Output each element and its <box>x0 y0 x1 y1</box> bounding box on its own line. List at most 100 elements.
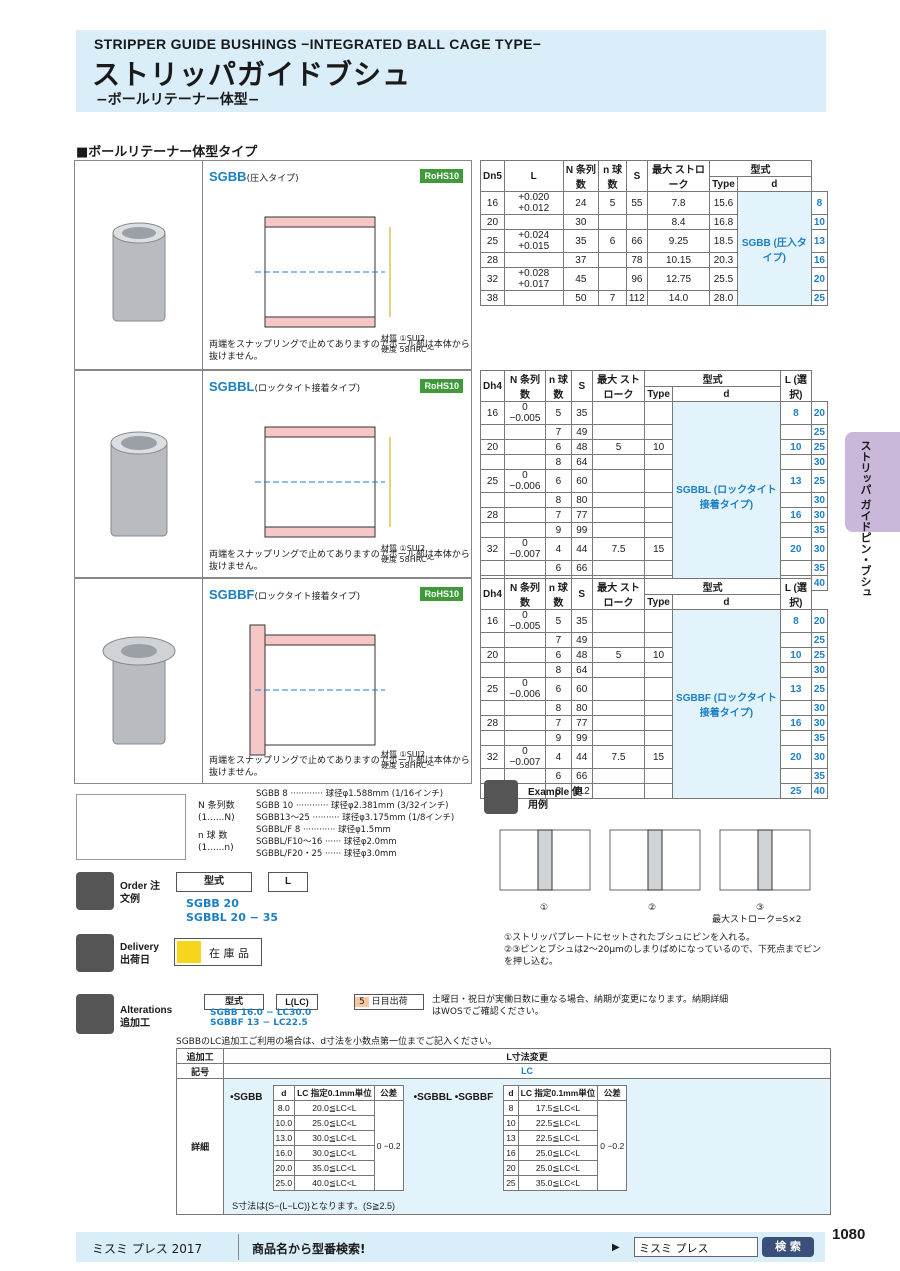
table-header: Type <box>644 594 673 610</box>
panel-code: SGBB <box>209 169 247 184</box>
table-cell: 40.0≦LC<L <box>294 1175 375 1191</box>
table-cell <box>480 662 505 678</box>
table-cell: 38 <box>480 290 505 306</box>
table-cell: 0 −0.2 <box>597 1100 628 1191</box>
search-button[interactable]: 検 索 <box>762 1237 814 1257</box>
table-cell: 14.0 <box>646 290 711 306</box>
lc-sgbbl-label: •SGBBL •SGBBF <box>413 1092 494 1103</box>
table-cell: 5 <box>598 191 627 215</box>
table-cell: 64 <box>570 454 593 470</box>
table-cell: 8 <box>779 401 812 425</box>
table-cell: SGBBF (ロックタイト接着タイプ) <box>671 609 781 799</box>
table-cell: 13.0 <box>272 1130 296 1146</box>
table-cell: 10 <box>503 1115 519 1131</box>
table-cell: 9 <box>545 522 572 538</box>
table-cell: 44 <box>570 745 593 769</box>
bushing-photo <box>102 636 176 745</box>
table-cell: 24 <box>562 191 600 215</box>
lc-sgbb-label: •SGBB <box>230 1092 263 1103</box>
table-cell: 60 <box>570 677 593 701</box>
table-cell <box>480 492 505 508</box>
table-cell: 8 <box>544 700 572 716</box>
table-header: Type <box>709 176 738 192</box>
table-cell: 30 <box>810 492 829 508</box>
table-cell: 6 <box>545 439 572 455</box>
table-cell: 66 <box>570 560 593 576</box>
table-header: 最大 ストローク <box>591 578 646 610</box>
drawing-sgbbf <box>249 624 385 756</box>
table-cell: 49 <box>570 424 593 440</box>
table-cell: 16 <box>810 252 829 268</box>
table-header: d <box>503 1085 519 1101</box>
table-cell: 10 <box>644 439 673 455</box>
table-header: 公差 <box>373 1085 404 1101</box>
page-number: 1080 <box>832 1226 866 1243</box>
table-cell: 7.5 <box>591 537 646 561</box>
table-cell: 10 <box>779 647 812 663</box>
table-cell: 25 <box>779 783 812 799</box>
table-cell <box>503 290 564 306</box>
table-header: LC 指定0.1mm単位 <box>517 1085 599 1101</box>
table-cell: 37 <box>562 252 600 268</box>
rohs-badge: RoHS10 <box>420 587 463 601</box>
table-cell: 35 <box>810 730 829 746</box>
table-cell: +0.024 +0.015 <box>503 229 564 253</box>
side-tab[interactable] <box>845 432 900 532</box>
alter-title: Alterations 追加工 <box>120 1005 173 1029</box>
table-cell <box>480 454 505 470</box>
table-cell: 48 <box>570 647 593 663</box>
ball-size-line: SGBBL/F10〜16 ······ 球径φ2.0mm <box>256 837 397 847</box>
example-max: 最大ストローク=S×2 <box>712 915 802 925</box>
table-header: L <box>503 160 564 192</box>
table-cell: 13 <box>503 1130 519 1146</box>
table-cell <box>779 700 812 716</box>
table-cell: 16 <box>480 191 505 215</box>
table-cell: 8 <box>544 662 572 678</box>
hardness: 硬度 58HRC〜 <box>381 555 435 564</box>
table-cell <box>625 214 648 230</box>
table-cell: 8.4 <box>646 214 711 230</box>
example-title: Example 使用例 <box>528 787 582 811</box>
order-h1: 型式 <box>176 872 252 892</box>
table-cell <box>591 424 646 440</box>
lc-note: SGBBのLC追加工ご利用の場合は、d寸法を小数点第一位までご記入ください。 <box>176 1037 498 1047</box>
table-cell: 28 <box>480 252 505 268</box>
table-cell: 25 <box>810 290 829 306</box>
table-cell: 25.0≦LC<L <box>517 1160 599 1176</box>
table-cell: 8 <box>545 454 572 470</box>
alter-days: 5 日目出荷 <box>354 994 424 1010</box>
table-cell: 9.25 <box>646 229 711 253</box>
table-cell <box>779 454 812 470</box>
table-cell: 6 <box>544 768 572 784</box>
table-cell: 15 <box>644 537 673 561</box>
table-cell <box>503 730 546 746</box>
search-input[interactable]: ミスミ プレス <box>634 1237 758 1257</box>
table-header: 公差 <box>597 1085 628 1101</box>
table-cell <box>591 662 646 678</box>
table-cell: 78 <box>625 252 648 268</box>
table-cell: 16 <box>779 507 812 523</box>
table-cell: 25 <box>503 1175 519 1191</box>
table-cell: 7 <box>545 507 572 523</box>
panel-kind: (ロックタイト接着タイプ) <box>254 592 361 602</box>
table-header: S <box>570 370 593 402</box>
hardness: 硬度 58HRC〜 <box>381 761 435 770</box>
table-cell: 20 <box>480 214 505 230</box>
side-tab-label: ストリッパ ガイドピン・ブシュ <box>859 440 872 598</box>
table-cell: 32 <box>480 745 505 769</box>
table-cell: 30 <box>810 537 829 561</box>
table-header: 型式 <box>709 160 812 177</box>
table-cell: 50 <box>562 290 600 306</box>
delivery-value: 在 庫 品 <box>209 947 249 960</box>
table-cell <box>591 730 646 746</box>
table-cell: 30 <box>810 715 829 731</box>
table-cell: 0 −0.005 <box>503 609 546 633</box>
table-cell: 40 <box>810 575 829 591</box>
